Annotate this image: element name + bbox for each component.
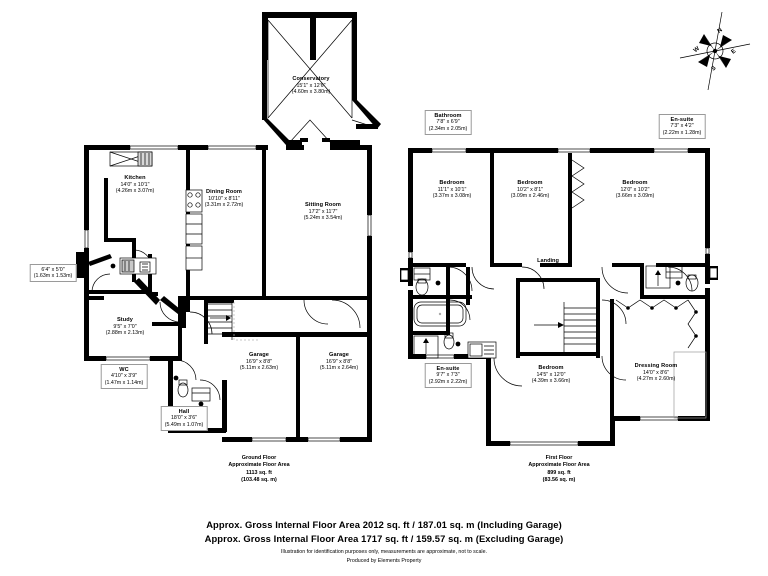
room-label-bedroom-4: Bedroom 14'5" x 12'0" (4.39m x 3.66m) [531, 365, 571, 385]
room-label-bathroom: Bathroom 7'8" x 6'9" (2.34m x 2.05m) [424, 110, 472, 135]
compass-rose: N E S W [672, 8, 758, 94]
ground-floor-title: Ground Floor [241, 455, 277, 461]
conservatory-outline [262, 12, 381, 145]
summary-block: Approx. Gross Internal Floor Area 2012 s… [0, 518, 768, 566]
gifa-including-garage: Approx. Gross Internal Floor Area 2012 s… [206, 519, 562, 530]
room-label-bedroom-2: Bedroom 10'2" x 8'1" (3.09m x 2.46m) [510, 180, 550, 200]
room-label-ensuite-top: En-suite 7'3" x 4'2" (2.22m x 1.28m) [658, 114, 706, 139]
ground-floor-area-m: (103.48 sq. m) [241, 476, 277, 483]
room-label-wc: WC 4'10" x 3'9" (1.47m x 1.14m) [100, 364, 148, 389]
ground-floor-subtitle: Approximate Floor Area [228, 462, 290, 469]
room-label-conservatory: Conservatory 15'1" x 12'6" (4.60m x 3.80… [291, 76, 331, 96]
producer-text: Produced by Elements Property [346, 558, 422, 565]
ground-floor-walls [76, 145, 372, 442]
first-floor-subtitle: Approximate Floor Area [528, 462, 590, 469]
first-floor-walls [400, 148, 718, 446]
room-label-garage-1: Garage 16'9" x 8'8" (5.11m x 2.63m) [239, 352, 279, 372]
room-label-bedroom-3: Bedroom 12'0" x 10'2" (3.66m x 3.09m) [615, 180, 655, 200]
room-label-small-store: 6'4" x 5'0" (1.63m x 1.53m) [29, 264, 77, 282]
ground-floor-plan: Conservatory 15'1" x 12'6" (4.60m x 3.80… [0, 0, 390, 500]
room-label-sitting-room: Sitting Room 17'2" x 11'7" (5.24m x 3.54… [303, 202, 343, 222]
room-label-study: Study 9'5" x 7'0" (2.88m x 2.13m) [105, 317, 145, 337]
first-floor-area-ft: 899 sq. ft [547, 469, 571, 476]
disclaimer-text: Illustration for identification purposes… [281, 549, 487, 556]
gifa-excluding-garage: Approx. Gross Internal Floor Area 1717 s… [204, 532, 564, 544]
ground-floor-area-ft: 1113 sq. ft [246, 469, 272, 476]
landing-label: Landing [537, 258, 559, 264]
room-label-hall: Hall 18'0" x 3'6" (5.49m x 1.07m) [160, 406, 208, 431]
room-label-bedroom-1: Bedroom 11'1" x 10'1" (3.37m x 3.08m) [432, 180, 472, 200]
room-label-dressing-room: Dressing Room 14'0" x 8'6" (4.27m x 2.60… [634, 363, 678, 383]
first-floor-area-m: (83.56 sq. m) [542, 476, 576, 483]
ground-floor-caption: Ground Floor Approximate Floor Area 1113… [228, 455, 289, 484]
room-label-dining-room: Dining Room 10'10" x 8'11" (3.31m x 2.72… [204, 189, 244, 209]
first-floor-plan: Bathroom 7'8" x 6'9" (2.34m x 2.05m) En-… [390, 0, 768, 500]
room-label-garage-2: Garage 16'9" x 8'8" (5.11m x 2.64m) [319, 352, 359, 372]
first-floor-caption: First Floor Approximate Floor Area 899 s… [528, 455, 589, 484]
room-label-ensuite-lower: En-suite 9'7" x 7'3" (2.92m x 2.22m) [424, 363, 472, 388]
room-label-kitchen: Kitchen 14'0" x 10'1" (4.26m x 3.07m) [115, 175, 155, 195]
first-floor-title: First Floor [545, 455, 573, 461]
